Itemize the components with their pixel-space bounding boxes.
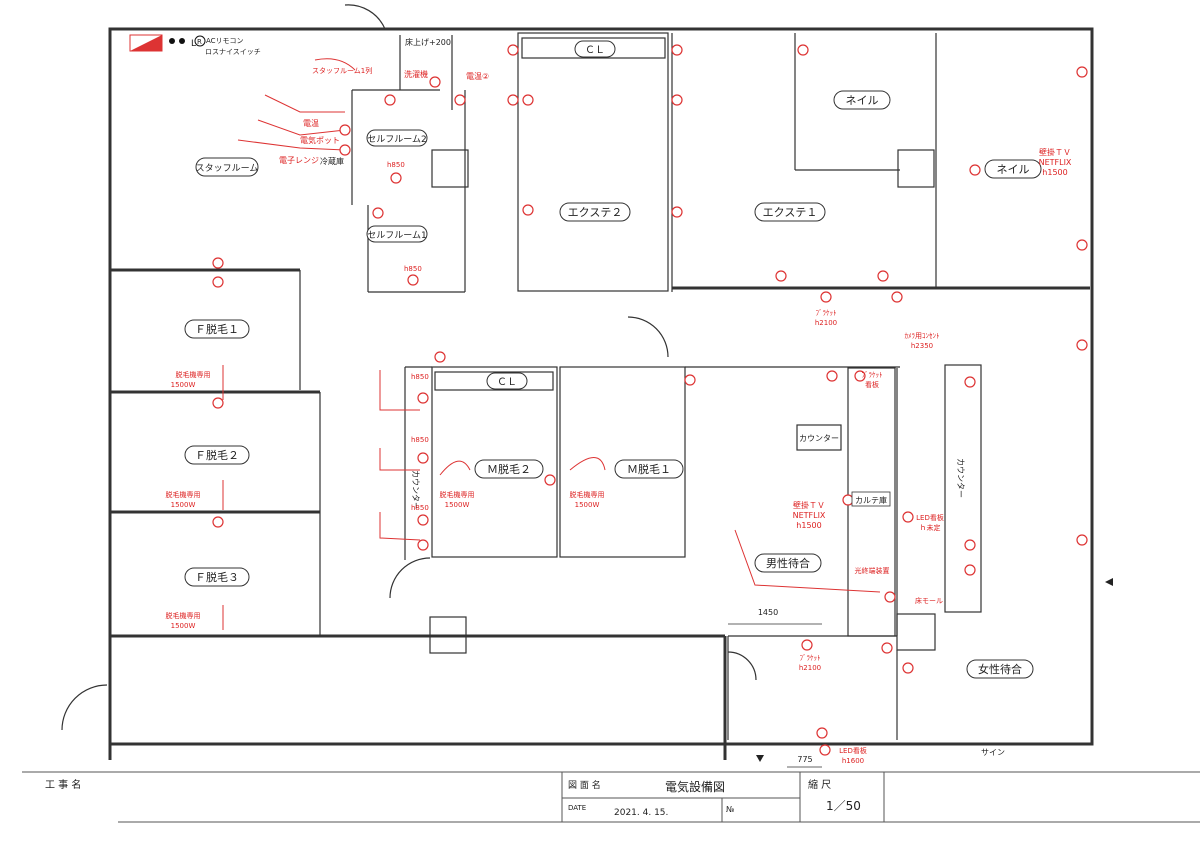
counter-right: カウンター — [956, 458, 965, 498]
room-ext-2: エクステ２ — [568, 206, 623, 219]
note-hm-f3-2: 1500W — [171, 622, 196, 630]
legend-ac-remote: ACリモコン — [206, 37, 244, 45]
legend: L R ACリモコン ロスナイスイッチ — [129, 34, 261, 56]
tb-date-label: DATE — [568, 804, 586, 812]
counter-box: カウンター — [799, 434, 839, 443]
room-f2: Ｆ脱毛２ — [195, 448, 239, 462]
note-led-bottom-2: h1600 — [842, 757, 864, 765]
note-bracket-bottom-2: h2100 — [799, 664, 821, 672]
note-heater-2: 電温② — [466, 72, 489, 81]
legend-l-mark: L — [191, 39, 196, 49]
note-h850-e: h850 — [411, 504, 429, 512]
room-staff: スタッフルーム — [196, 163, 259, 174]
note-microwave: 電子レンジ — [279, 156, 319, 165]
tb-no-label: № — [726, 805, 735, 814]
legend-lossnay-switch: ロスナイスイッチ — [205, 48, 261, 56]
note-floor-molding: 床モール — [915, 596, 943, 605]
note-bracket-bottom-1: ﾌﾞﾗｹｯﾄ — [800, 654, 821, 662]
dim-775: 775 — [797, 755, 812, 764]
room-women-waiting: 女性待合 — [978, 662, 1022, 676]
note-tv-r-2: NETFLIX — [1039, 158, 1072, 167]
room-nail-2: ネイル — [997, 163, 1030, 176]
outlets — [212, 44, 1088, 756]
note-hm-m2-2: 1500W — [445, 501, 470, 509]
room-ext-1: エクステ１ — [763, 206, 818, 219]
note-hm-f1-2: 1500W — [171, 381, 196, 389]
room-f1: Ｆ脱毛１ — [195, 322, 239, 336]
notes: スタッフルーム1列 床上げ+200 洗濯機 電温 電温② 電気ポット 電子レンジ… — [166, 37, 1113, 768]
tb-project-label: 工 事 名 — [45, 778, 81, 791]
note-led-bottom-1: LED看板 — [839, 746, 867, 755]
tb-drawing-label: 図 面 名 — [568, 779, 601, 791]
dim-1450: 1450 — [758, 608, 778, 617]
note-staff-row: スタッフルーム1列 — [312, 66, 372, 75]
legend-r-mark: R — [197, 38, 202, 46]
tb-scale-value: 1／50 — [826, 799, 861, 813]
counter-left: カウンター — [411, 470, 420, 510]
note-washer: 洗濯機 — [404, 69, 428, 79]
wiring — [222, 58, 881, 630]
note-hm-f3-1: 脱毛機専用 — [166, 611, 201, 620]
note-tv-c-3: h1500 — [796, 521, 821, 530]
room-f3: Ｆ脱毛３ — [195, 570, 239, 584]
room-men-waiting: 男性待合 — [766, 556, 810, 570]
note-floor-raise: 床上げ+200 — [405, 37, 451, 47]
note-fridge: 冷蔵庫 — [320, 156, 344, 166]
tb-drawing-name: 電気設備図 — [665, 779, 725, 794]
note-pot: 電気ポット — [300, 135, 340, 145]
note-hm-m2-1: 脱毛機専用 — [440, 490, 475, 499]
room-m1: Ｍ脱毛１ — [627, 462, 671, 476]
room-self-1: セルフルーム1 — [367, 230, 426, 241]
note-bracket-top-2: h2100 — [815, 319, 837, 327]
note-hm-m1-2: 1500W — [575, 501, 600, 509]
note-h850-d: h850 — [411, 436, 429, 444]
note-h850-c: h850 — [411, 373, 429, 381]
note-tv-c-1: 壁掛ＴＶ — [793, 500, 825, 510]
tb-date-value: 2021. 4. 15. — [614, 808, 668, 818]
note-heater-1: 電温 — [303, 119, 319, 128]
room-nail-1: ネイル — [846, 94, 879, 107]
note-h850-a: h850 — [387, 161, 405, 169]
note-sign-bracket-1: ﾌﾞﾗｹｯﾄ — [862, 371, 883, 379]
room-closet-mid: ＣＬ — [497, 377, 517, 388]
room-m2: Ｍ脱毛２ — [487, 462, 531, 476]
room-self-2: セルフルーム2 — [367, 134, 426, 145]
note-tv-c-2: NETFLIX — [793, 511, 826, 520]
note-tv-r-3: h1500 — [1042, 168, 1067, 177]
note-sign-bracket-2: 看板 — [865, 380, 879, 389]
note-hm-f1-1: 脱毛機専用 — [176, 370, 211, 379]
note-optical: 光終端装置 — [855, 566, 890, 575]
note-h850-b: h850 — [404, 265, 422, 273]
note-bracket-top-1: ﾌﾞﾗｹｯﾄ — [816, 309, 837, 317]
note-sign: サイン — [981, 748, 1005, 757]
room-labels: スタッフルーム セルフルーム2 セルフルーム1 ＣＬ エクステ２ エクステ１ ネ… — [184, 40, 1042, 679]
tb-scale-label: 縮 尺 — [808, 778, 831, 791]
note-camera-2: h2350 — [911, 342, 933, 350]
note-led-undecided-2: ｈ未定 — [920, 523, 941, 532]
walls — [61, 4, 1094, 760]
note-camera-1: ｶﾒﾗ用ｺﾝｾﾝﾄ — [905, 332, 940, 340]
note-hm-f2-1: 脱毛機専用 — [166, 490, 201, 499]
room-closet-top: ＣＬ — [585, 45, 605, 56]
note-hm-f2-2: 1500W — [171, 501, 196, 509]
title-block: 工 事 名 図 面 名 電気設備図 DATE 2021. 4. 15. № 縮 … — [22, 771, 1200, 823]
note-tv-r-1: 壁掛ＴＶ — [1039, 147, 1071, 157]
note-hm-m1-1: 脱毛機専用 — [570, 490, 605, 499]
chart-shelf: カルテ庫 — [855, 495, 887, 505]
note-led-undecided-1: LED看板 — [916, 513, 944, 522]
